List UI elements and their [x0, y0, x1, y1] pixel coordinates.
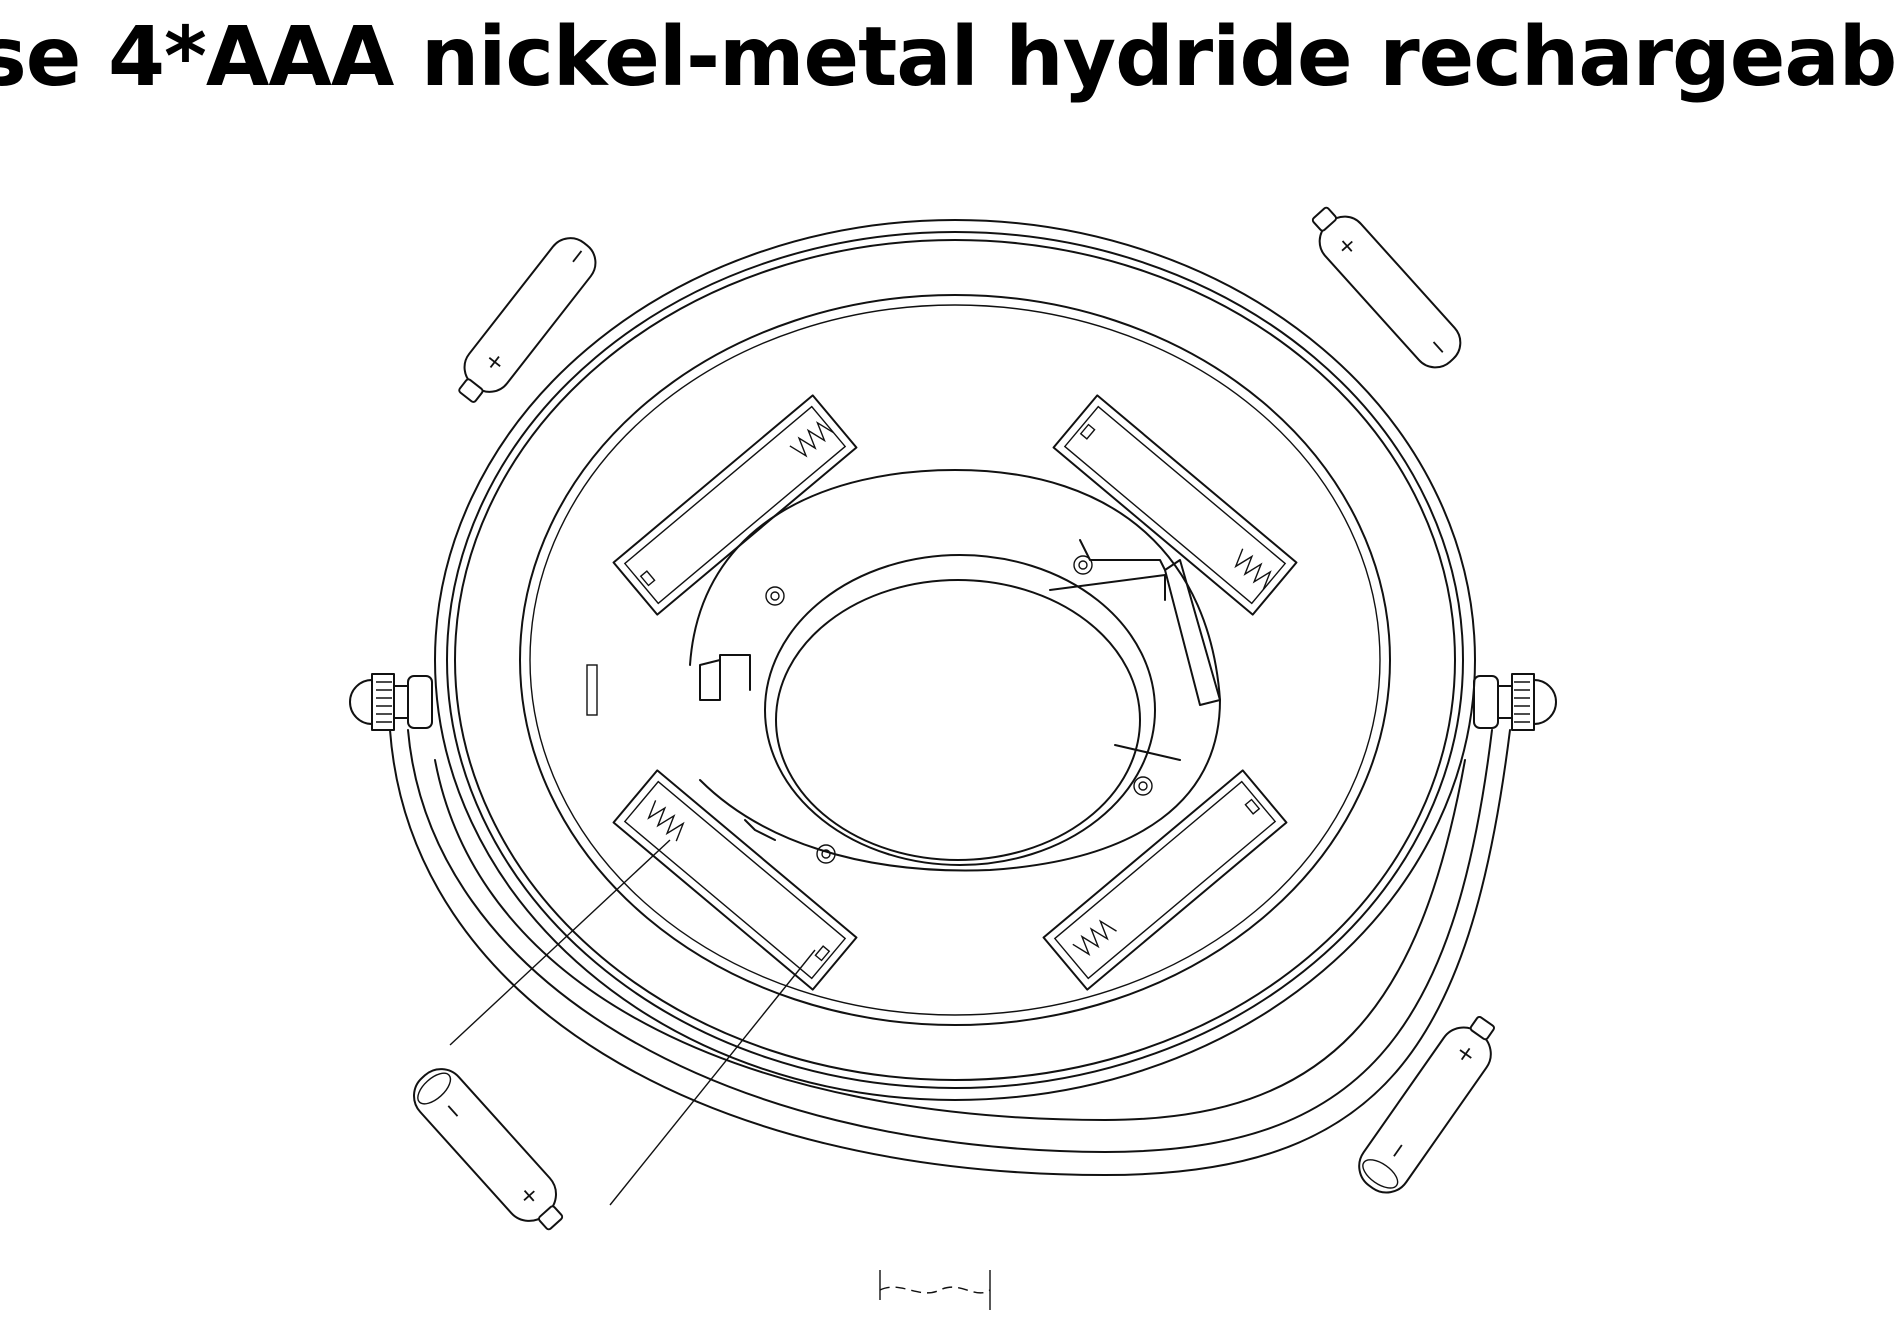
battery-compartment-icon: [612, 394, 1298, 991]
insertion-guide-line: [609, 949, 816, 1206]
insertion-guide-line: [449, 839, 671, 1046]
aaa-battery-icon: + − + − − + − +: [413, 206, 1495, 1231]
base-plate: [434, 219, 1476, 1101]
central-hub: [689, 469, 1221, 872]
page-title: se 4*AAA nickel-metal hydride rechargeab…: [0, 8, 1896, 108]
screw-icon: [765, 555, 1153, 864]
page-title-text: se 4*AAA nickel-metal hydride rechargeab…: [0, 10, 1896, 105]
stand-bowl: [389, 729, 1511, 1310]
hinge-knob-icon: [349, 673, 1557, 731]
side-slot: [586, 664, 598, 716]
